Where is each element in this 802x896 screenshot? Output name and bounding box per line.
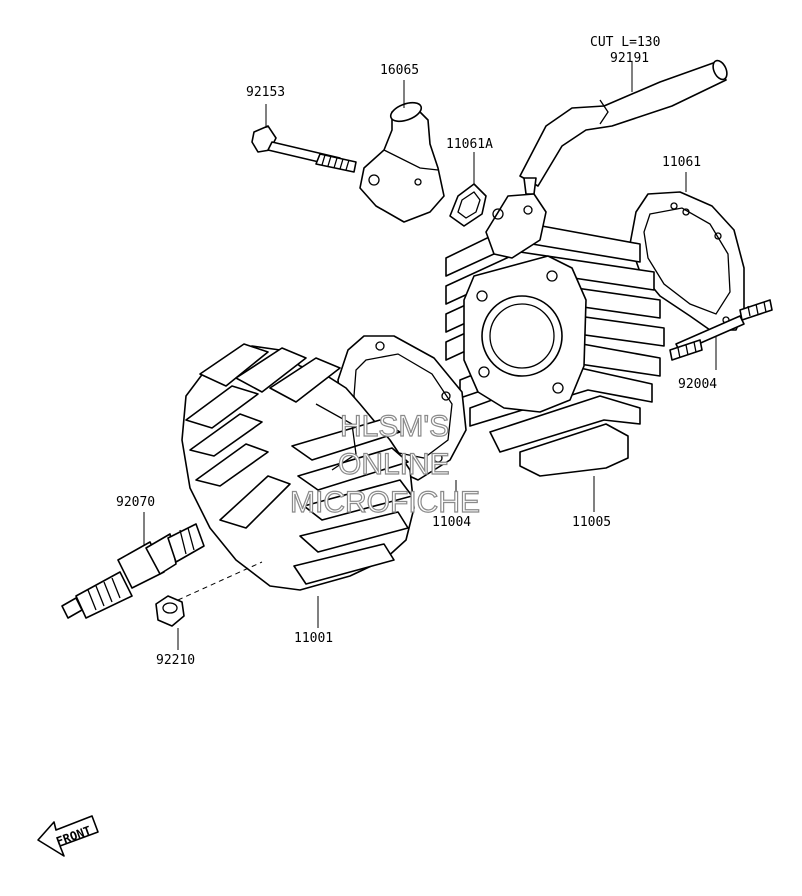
label-16065: 16065 [380, 63, 419, 78]
label-92191: 92191 [610, 51, 649, 66]
gasket-92210 [155, 595, 185, 627]
label-11004: 11004 [432, 515, 471, 530]
intake-pipe-16065 [359, 101, 445, 223]
label-92153: 92153 [246, 85, 285, 100]
cylinder-head-11001 [181, 343, 415, 591]
label-11061: 11061 [662, 155, 701, 170]
gasket-11061a [449, 183, 487, 227]
spark-plug-92070 [61, 523, 205, 619]
watermark-line-1: HLSM'S [340, 410, 449, 443]
bolt-92153 [251, 125, 357, 173]
label-11061a: 11061A [446, 137, 493, 152]
watermark-line-3: MICROFICHE [290, 486, 480, 519]
watermark-line-2: ONLINE [338, 448, 450, 481]
label-11001: 11001 [294, 631, 333, 646]
label-92004: 92004 [678, 377, 717, 392]
front-arrow: FRONT [37, 815, 99, 857]
stud-92004 [669, 299, 773, 361]
label-cut-length: CUT L=130 [590, 35, 660, 50]
label-92070: 92070 [116, 495, 155, 510]
hose-92191 [519, 59, 728, 195]
label-92210: 92210 [156, 653, 195, 668]
cylinder-11005 [445, 193, 665, 477]
label-11005: 11005 [572, 515, 611, 530]
